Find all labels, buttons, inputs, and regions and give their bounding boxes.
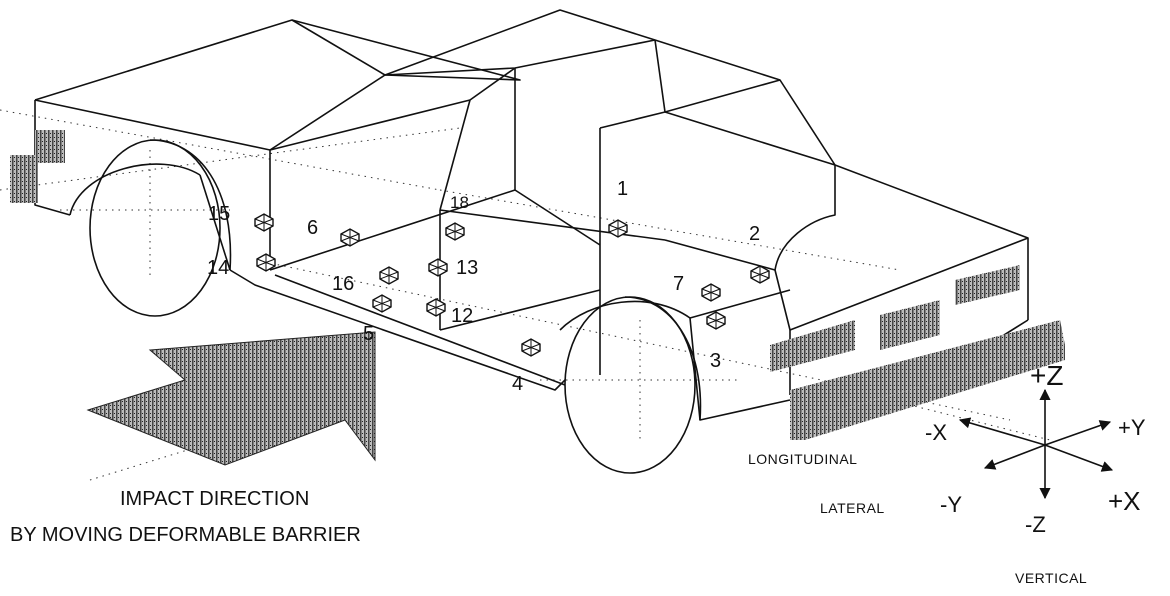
shaded-panels [10,130,1065,440]
caption-subtitle: BY MOVING DEFORMABLE BARRIER [10,524,361,546]
sensor-markers [254,213,770,357]
axis-minus-z: -Z [1025,512,1046,537]
axis-plus-z: +Z [1030,360,1063,391]
axis-minus-x: -X [925,420,947,445]
sensor-marker-icon [254,213,274,232]
sensor-label-group: 1 2 3 4 5 6 7 12 13 14 15 16 18 [207,178,760,395]
sensor-label: 2 [749,223,760,245]
sensor-marker-icon [340,228,360,247]
axis-triad [958,388,1114,500]
sensor-label: 5 [363,323,374,345]
construction-lines [0,109,1051,481]
sensor-label: 14 [207,257,229,279]
impact-arrow [86,331,376,466]
sensor-marker-icon [521,338,541,357]
sensor-marker-icon [379,266,399,285]
caption-title: IMPACT DIRECTION [120,488,309,510]
sensor-marker-icon [428,258,448,277]
sensor-label: 16 [332,273,354,295]
sensor-label: 1 [617,178,628,200]
lateral-label: LATERAL [820,500,885,516]
sensor-marker-icon [706,311,726,330]
vertical-label: VERTICAL [1015,570,1087,586]
longitudinal-label: LONGITUDINAL [748,451,857,467]
sensor-label: 18 [450,193,469,212]
sensor-label: 13 [456,257,478,279]
sensor-marker-icon [426,298,446,317]
car-body [34,9,1029,421]
sensor-marker-icon [608,219,628,238]
front-wheel [564,296,702,474]
sensor-label: 7 [673,273,684,295]
rear-wheel [89,139,232,317]
sensor-marker-icon [750,265,770,284]
sensor-label: 15 [208,203,230,225]
axis-minus-y: -Y [940,492,962,517]
sensor-label: 6 [307,217,318,239]
sensor-marker-icon [445,222,465,241]
sensor-label: 3 [710,350,721,372]
sensor-marker-icon [256,253,276,272]
sensor-marker-icon [372,294,392,313]
sensor-marker-icon [701,283,721,302]
sensor-label: 12 [451,305,473,327]
sensor-label: 4 [512,373,523,395]
axis-plus-x: +X [1108,486,1141,516]
axis-plus-y: +Y [1118,415,1146,440]
